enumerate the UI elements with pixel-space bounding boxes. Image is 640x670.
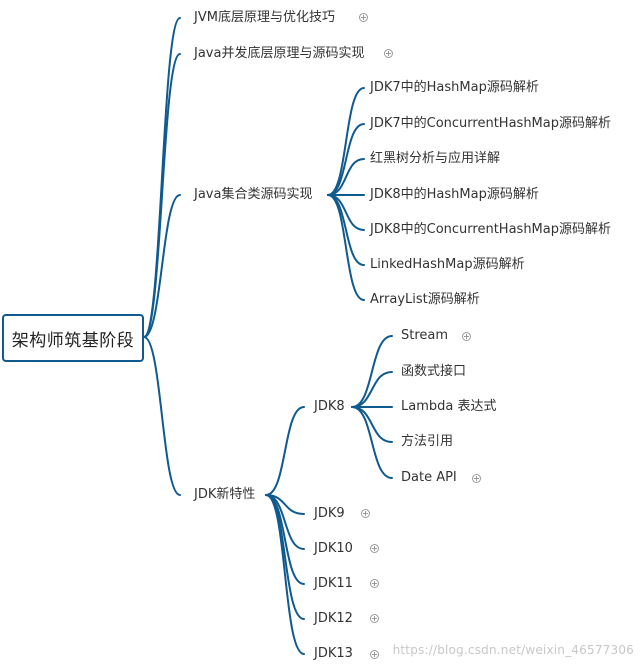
plus-circle-icon[interactable] xyxy=(370,650,379,659)
node-label: JDK8中的ConcurrentHashMap源码解析 xyxy=(370,222,611,237)
link-root-concurrency xyxy=(143,53,181,338)
node-label: Date API xyxy=(401,470,457,485)
root-label: 架构师筑基阶段 xyxy=(11,330,135,351)
node-jvm-label: JVM底层原理与优化技巧 xyxy=(194,10,335,25)
plus-circle-icon[interactable] xyxy=(370,544,379,553)
node-label: JDK9 xyxy=(314,506,345,521)
link-root-jdk-new xyxy=(143,336,181,496)
node-label: JDK13 xyxy=(314,646,353,661)
plus-circle-icon[interactable] xyxy=(361,509,370,518)
node-functional-interface[interactable]: 函数式接口 xyxy=(401,363,466,381)
node-jdk-new-label: JDK新特性 xyxy=(194,487,256,502)
node-coll-linkedhashmap[interactable]: LinkedHashMap源码解析 xyxy=(370,256,525,274)
node-coll-jdk8-hashmap[interactable]: JDK8中的HashMap源码解析 xyxy=(370,186,539,204)
link-root-collections xyxy=(143,194,181,338)
plus-circle-icon[interactable] xyxy=(384,49,393,58)
node-label: 方法引用 xyxy=(401,434,454,449)
node-method-reference[interactable]: 方法引用 xyxy=(401,433,453,451)
link-coll-5 xyxy=(327,194,365,231)
node-coll-jdk7-hashmap[interactable]: JDK7中的HashMap源码解析 xyxy=(370,79,539,97)
node-label: JDK11 xyxy=(314,576,353,591)
link-coll-1 xyxy=(327,87,365,196)
node-jdk11[interactable]: JDK11 xyxy=(314,575,353,593)
node-label: ArrayList源码解析 xyxy=(370,292,480,307)
node-concurrency-label: Java并发底层原理与源码实现 xyxy=(194,46,365,61)
plus-circle-icon[interactable] xyxy=(472,474,481,483)
link-jdk-13 xyxy=(265,494,305,655)
node-label: 函数式接口 xyxy=(401,364,467,379)
plus-circle-icon[interactable] xyxy=(462,332,471,341)
link-jdk8-2 xyxy=(351,371,393,408)
node-label: 红黑树分析与应用详解 xyxy=(370,151,501,166)
node-coll-rbtree[interactable]: 红黑树分析与应用详解 xyxy=(370,150,500,168)
link-jdk-8 xyxy=(265,406,305,496)
node-jdk13[interactable]: JDK13 xyxy=(314,645,353,663)
node-label: JDK7中的HashMap源码解析 xyxy=(370,80,539,95)
node-label: LinkedHashMap源码解析 xyxy=(370,257,525,272)
watermark-url: https://blog.csdn.net/weixin_46577306 xyxy=(392,643,634,657)
node-stream[interactable]: Stream xyxy=(401,327,448,345)
plus-circle-icon[interactable] xyxy=(370,579,379,588)
node-label: Lambda 表达式 xyxy=(401,399,497,414)
node-label: JDK12 xyxy=(314,611,353,626)
node-collections[interactable]: Java集合类源码实现 xyxy=(194,186,312,204)
node-date-api[interactable]: Date API xyxy=(401,469,457,487)
link-coll-3 xyxy=(327,158,365,196)
node-lambda[interactable]: Lambda 表达式 xyxy=(401,398,496,416)
link-coll-2 xyxy=(327,123,365,196)
node-collections-label: Java集合类源码实现 xyxy=(194,187,313,202)
link-coll-7 xyxy=(327,194,365,301)
root-node[interactable]: 架构师筑基阶段 xyxy=(2,314,144,362)
node-jdk9[interactable]: JDK9 xyxy=(314,505,345,523)
node-jdk12[interactable]: JDK12 xyxy=(314,610,353,628)
node-label: JDK10 xyxy=(314,541,353,556)
node-coll-jdk8-chm[interactable]: JDK8中的ConcurrentHashMap源码解析 xyxy=(370,221,611,239)
node-jdk-new[interactable]: JDK新特性 xyxy=(194,486,255,504)
node-jdk8[interactable]: JDK8 xyxy=(314,398,345,416)
link-jdk8-5 xyxy=(351,406,393,479)
node-label: JDK8 xyxy=(314,399,345,414)
node-coll-jdk7-chm[interactable]: JDK7中的ConcurrentHashMap源码解析 xyxy=(370,115,611,133)
node-jvm[interactable]: JVM底层原理与优化技巧 xyxy=(194,9,335,27)
node-label: Stream xyxy=(401,328,449,343)
node-label: JDK7中的ConcurrentHashMap源码解析 xyxy=(370,116,611,131)
link-jdk8-1 xyxy=(351,335,393,408)
plus-circle-icon[interactable] xyxy=(359,13,368,22)
plus-circle-icon[interactable] xyxy=(370,614,379,623)
node-concurrency[interactable]: Java并发底层原理与源码实现 xyxy=(194,45,364,63)
node-jdk10[interactable]: JDK10 xyxy=(314,540,353,558)
node-coll-arraylist[interactable]: ArrayList源码解析 xyxy=(370,291,480,309)
link-jdk8-4 xyxy=(351,406,393,443)
node-label: JDK8中的HashMap源码解析 xyxy=(370,187,539,202)
